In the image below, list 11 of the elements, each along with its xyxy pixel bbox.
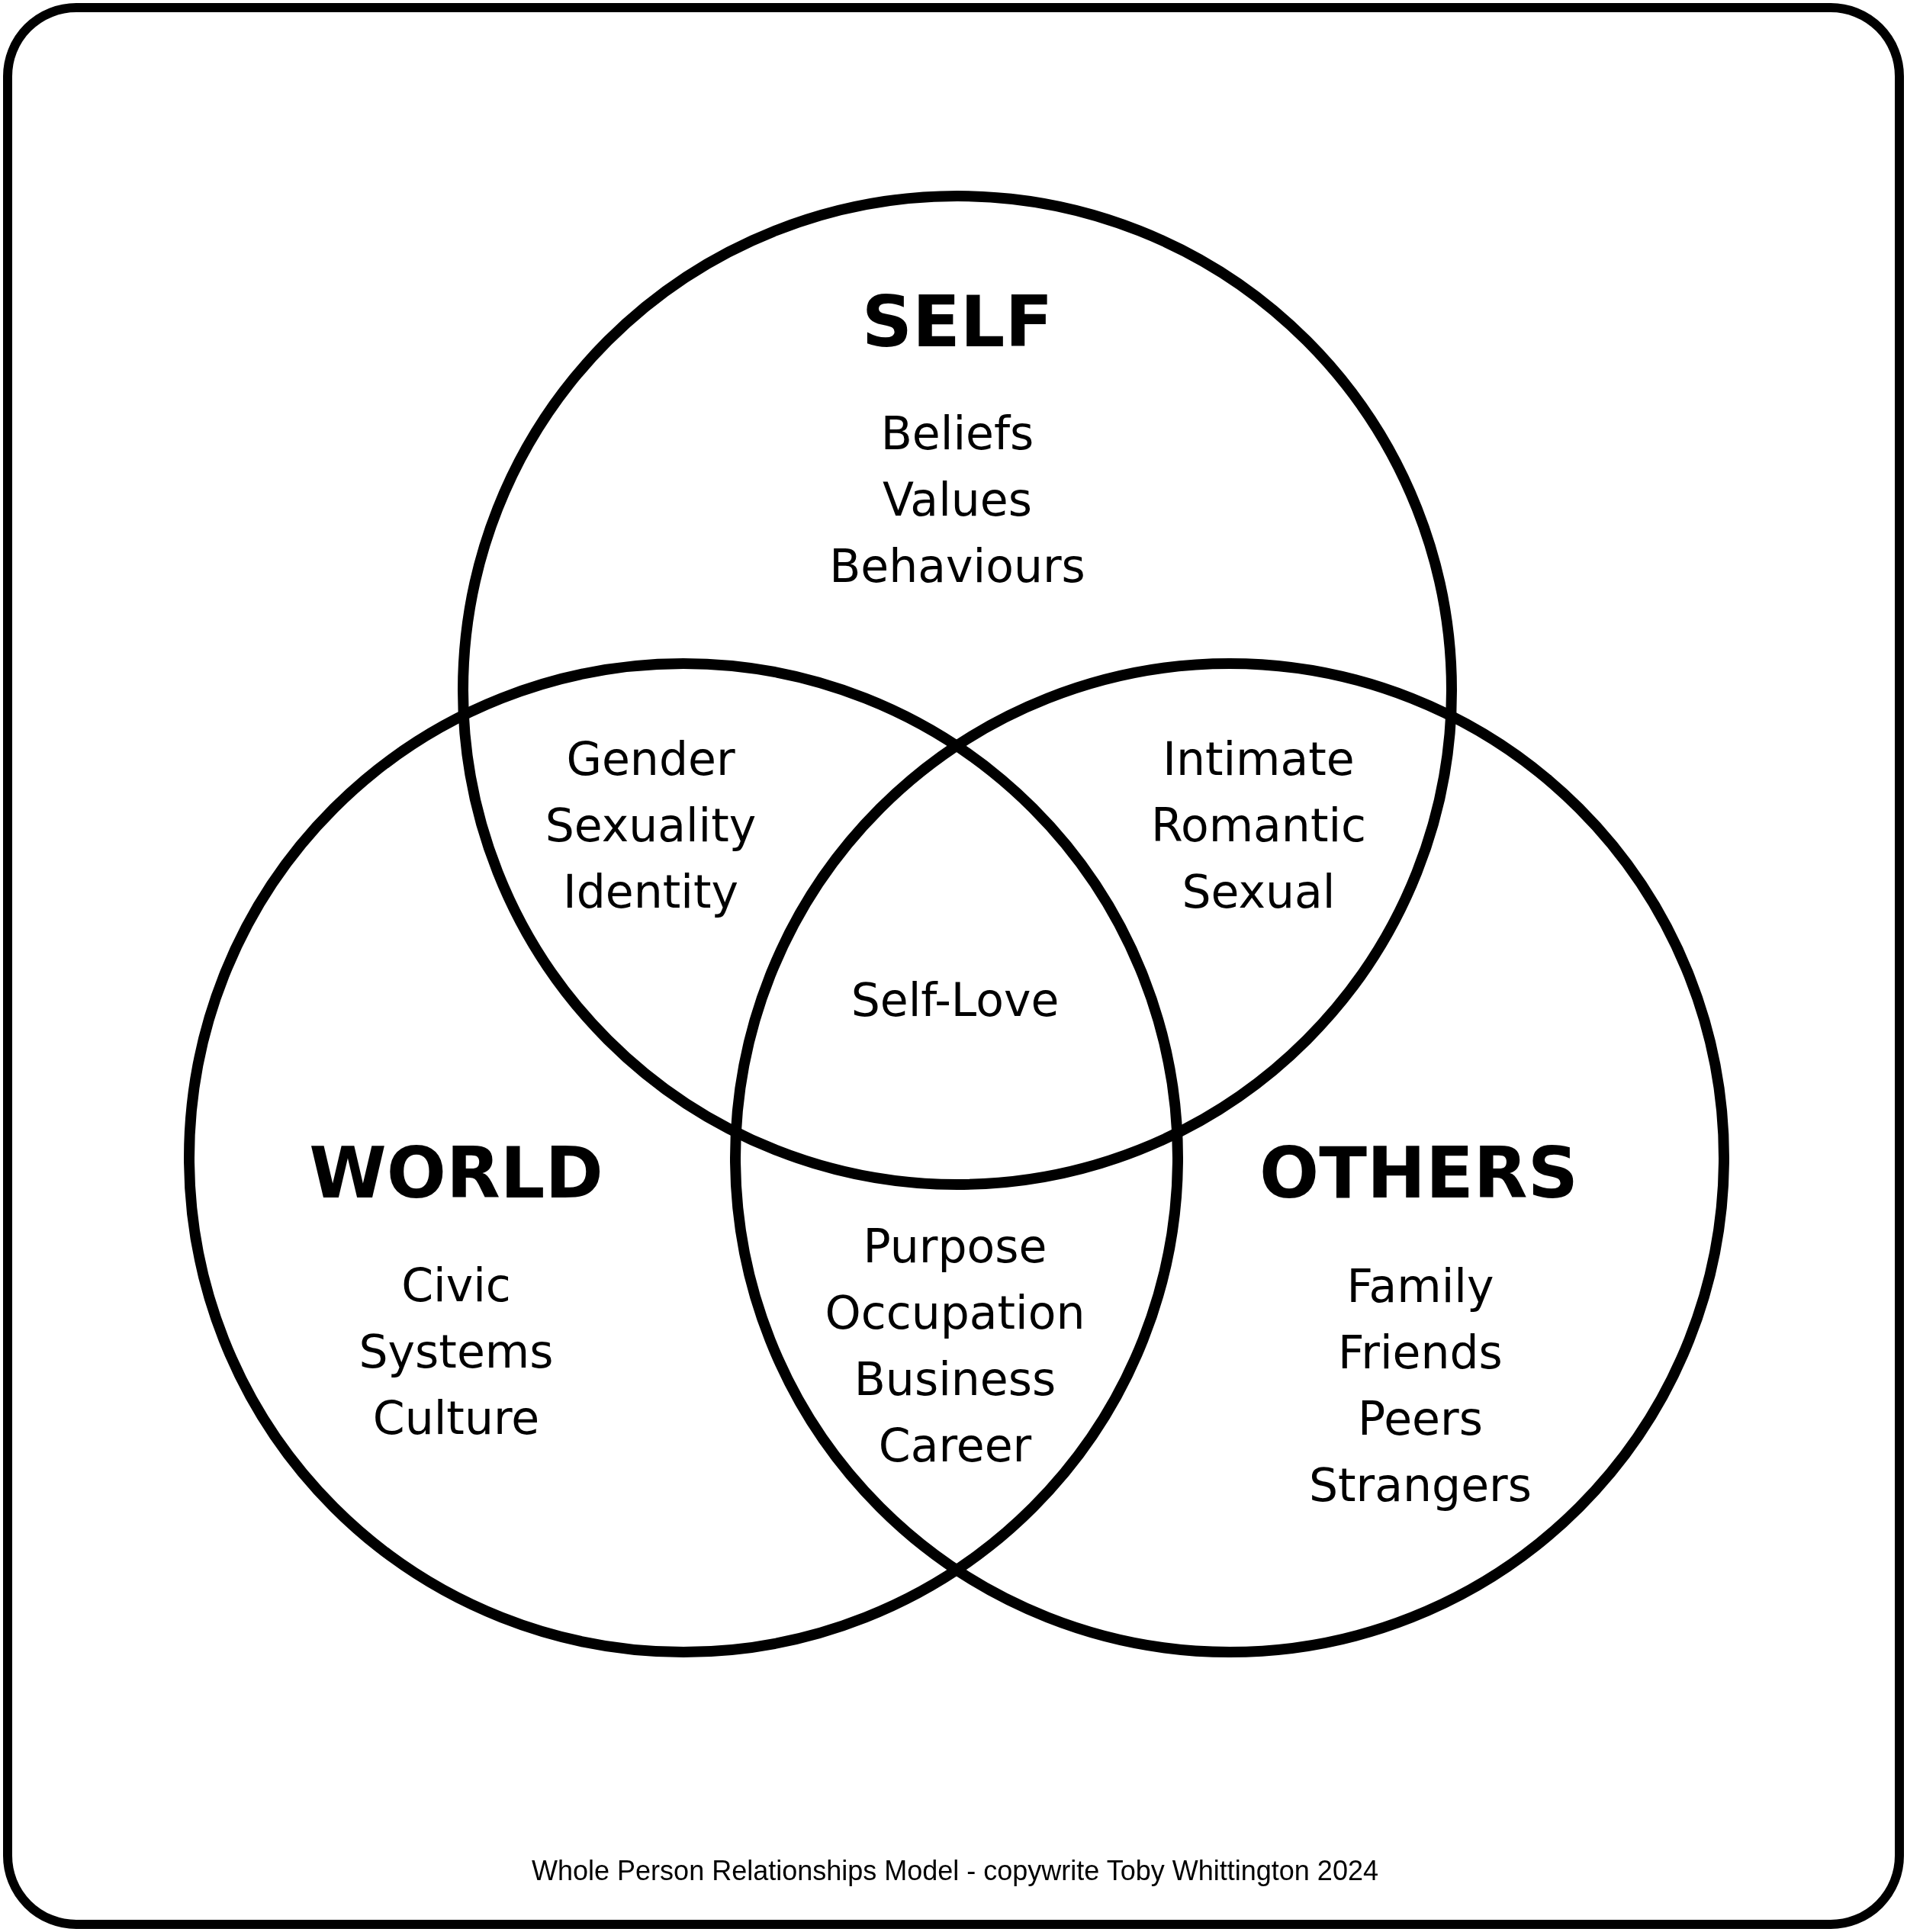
region-label: Gender Sexuality Identity (545, 731, 757, 920)
circle-title: SELF (861, 288, 1053, 358)
circle-title: OTHERS (1259, 1139, 1578, 1209)
circle-text: Family Friends Peers Strangers (1309, 1259, 1532, 1513)
region-label: Self-Love (851, 972, 1060, 1028)
caption: Whole Person Relationships Model - copywrite Toby Whittington 2024 (532, 1855, 1378, 1887)
circle-text: Beliefs Values Behaviours (829, 405, 1085, 594)
region-label: Purpose Occupation Business Career (825, 1219, 1085, 1474)
region-label: Intimate Romantic Sexual (1150, 731, 1367, 920)
circle-title: WORLD (309, 1139, 603, 1209)
circle-text: Civic Systems Culture (359, 1257, 554, 1446)
